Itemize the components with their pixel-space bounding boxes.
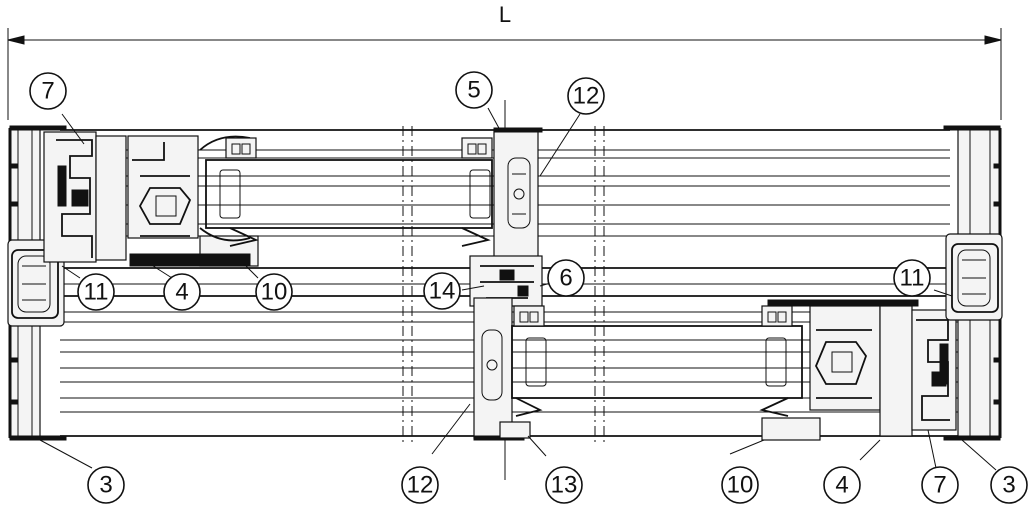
callout-7-left: 7 xyxy=(29,72,67,110)
callout-number: 7 xyxy=(933,472,946,499)
callout-3-right: 3 xyxy=(990,466,1028,504)
callout-3-left: 3 xyxy=(87,466,125,504)
overall-dimension: L xyxy=(7,2,1002,120)
callout-number: 12 xyxy=(407,472,434,499)
dimension-label: L xyxy=(499,2,511,27)
callout-4-right: 4 xyxy=(823,466,861,504)
callout-4-left: 4 xyxy=(163,273,201,311)
right-sash-profile xyxy=(761,299,957,441)
lower-glass-unit xyxy=(511,305,803,417)
callout-number: 3 xyxy=(1002,472,1015,499)
callout-number: 14 xyxy=(429,278,456,305)
callout-number: 10 xyxy=(727,472,754,499)
callout-13: 13 xyxy=(545,466,583,504)
callout-number: 3 xyxy=(99,472,112,499)
callout-number: 6 xyxy=(559,265,572,292)
callout-number: 13 xyxy=(551,472,578,499)
callout-12-top: 12 xyxy=(567,77,605,115)
callout-number: 4 xyxy=(175,279,188,306)
callout-number: 5 xyxy=(467,77,480,104)
callout-number: 7 xyxy=(41,78,54,105)
right-outer-frame xyxy=(943,125,1003,441)
leader-lines xyxy=(39,107,997,471)
callout-number: 11 xyxy=(900,265,925,292)
callout-6: 6 xyxy=(547,259,585,297)
left-sash-profile xyxy=(43,131,259,267)
callout-7-right: 7 xyxy=(921,466,959,504)
callout-10-right: 10 xyxy=(721,466,759,504)
callout-number: 10 xyxy=(261,279,288,306)
interlock-mullion xyxy=(469,127,543,441)
upper-glass-unit xyxy=(205,137,493,247)
callout-12-bottom: 12 xyxy=(401,466,439,504)
callout-5: 5 xyxy=(455,71,493,109)
callout-number: 12 xyxy=(573,83,600,110)
callout-11-right: 11 xyxy=(893,259,931,297)
callout-10-left: 10 xyxy=(255,273,293,311)
callout-11-left: 11 xyxy=(77,273,115,311)
left-outer-frame xyxy=(7,125,67,441)
callout-number: 4 xyxy=(835,472,848,499)
callout-14: 14 xyxy=(423,272,461,310)
callout-number: 11 xyxy=(84,279,109,306)
